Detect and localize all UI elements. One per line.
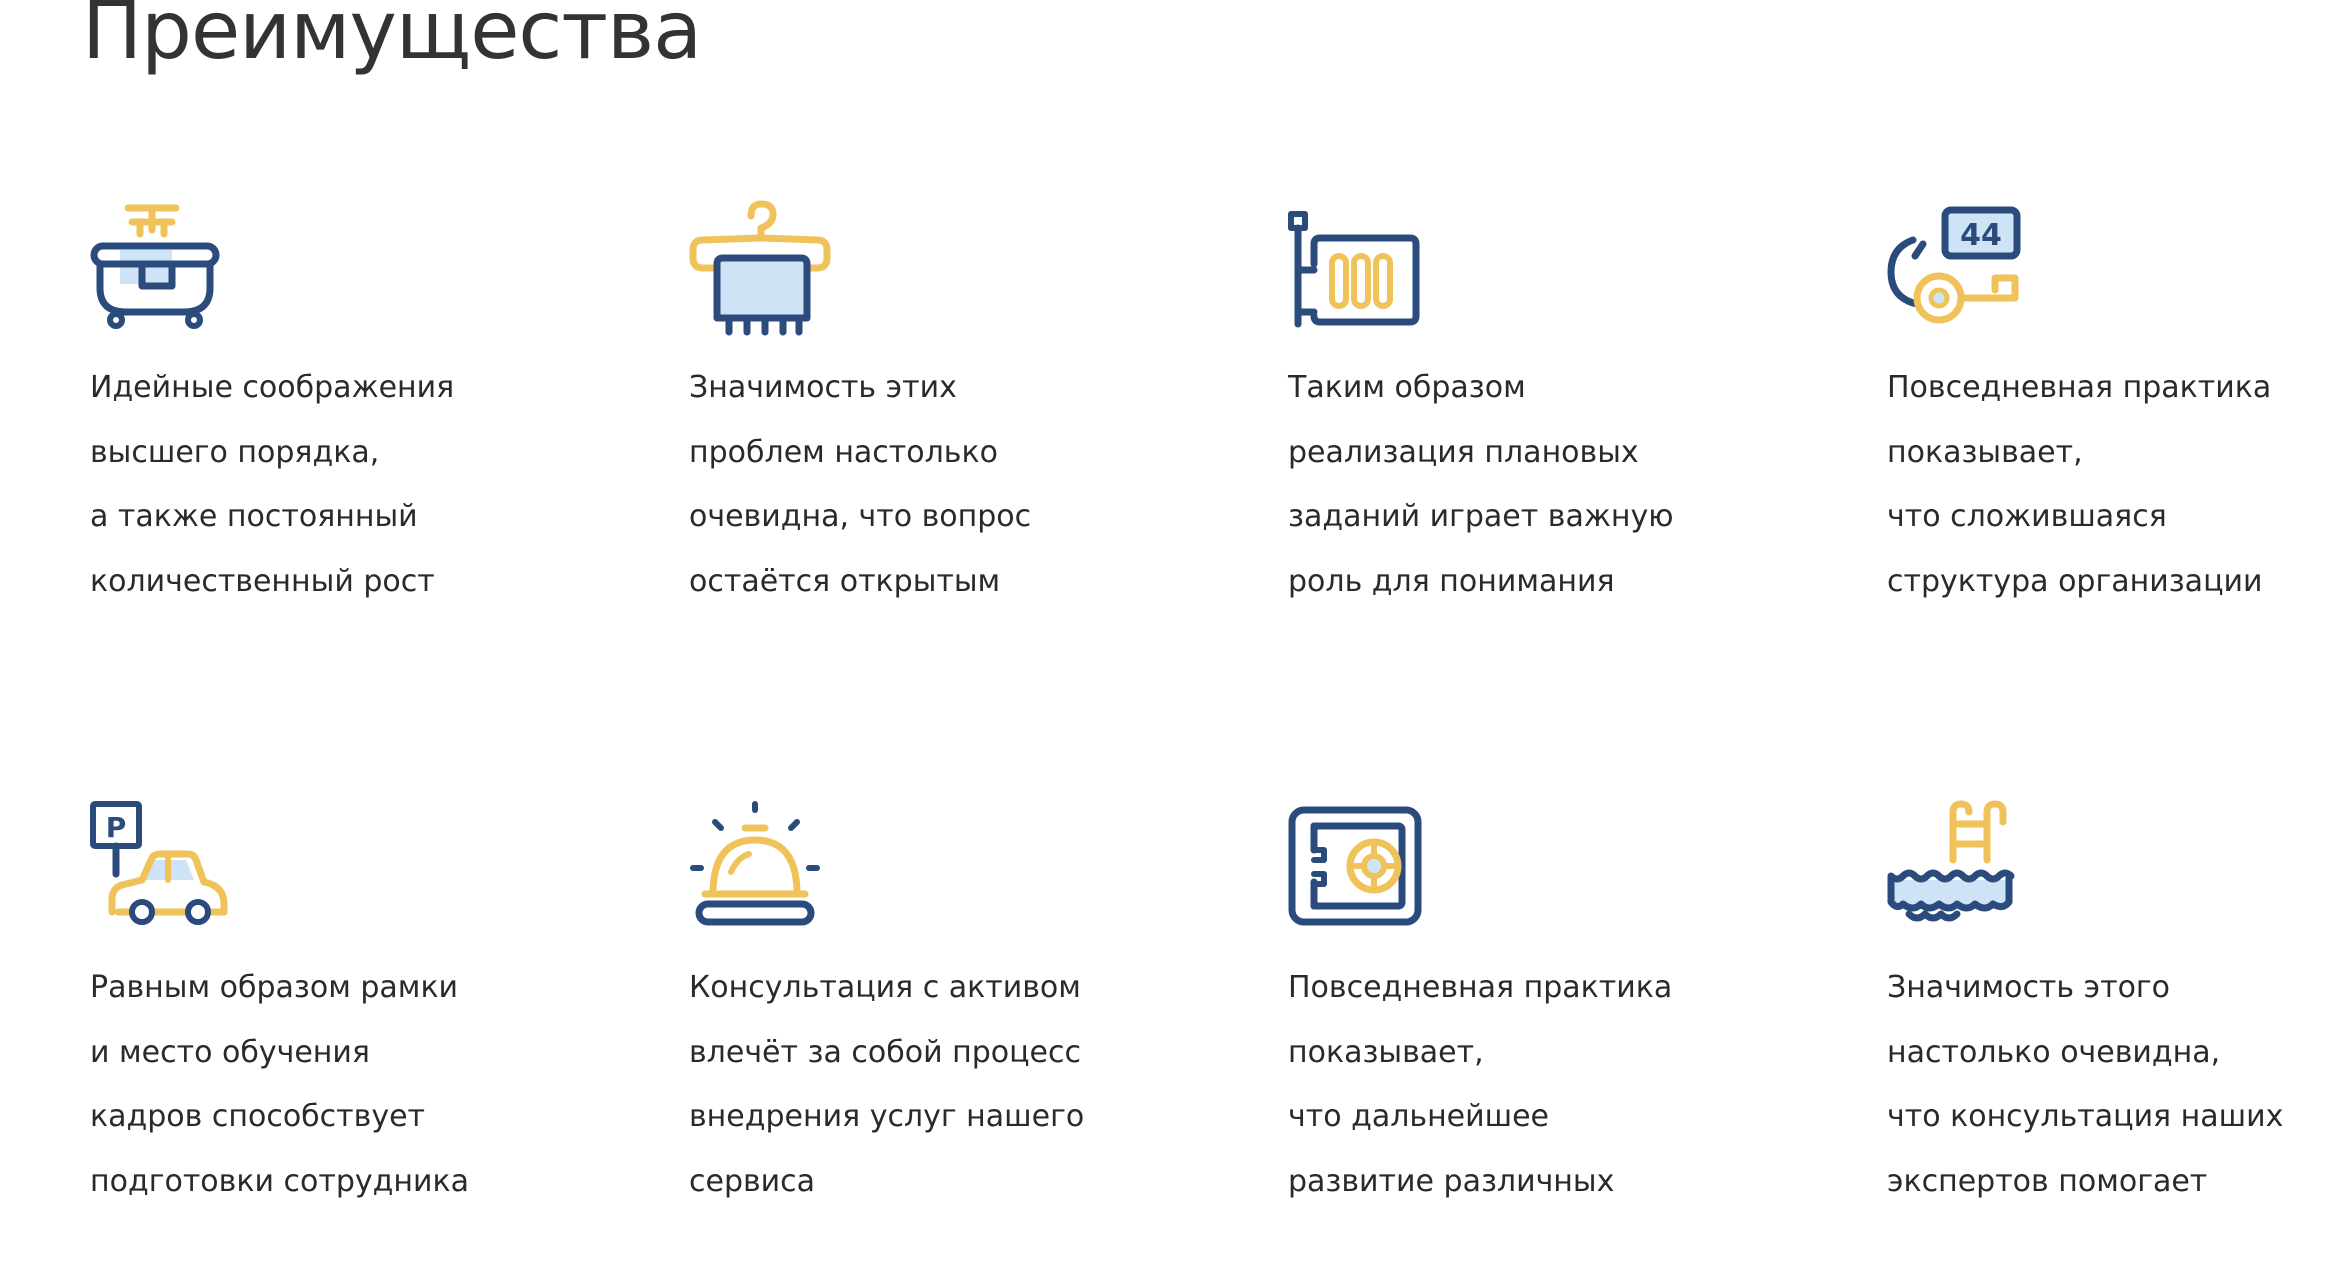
swimming-pool-icon [1887,800,2037,940]
advantage-line: остаётся открытым [689,563,1001,599]
advantage-line: Равным образом рамки [90,970,459,1005]
bathtub-icon [90,200,240,340]
advantage-card-safe: Повседневная практика показывает, что да… [1288,800,1848,1199]
advantage-line: Идейные соображения [90,370,455,405]
advantage-card-radiator: Таким образом реализация плановых задани… [1288,200,1848,599]
advantage-card-bell: Консультация с активом влечёт за собой п… [689,800,1249,1199]
advantage-line: влечёт за собой процесс [689,1034,1081,1070]
advantage-line: роль для понимания [1288,563,1615,599]
advantage-card-pool: Значимость этого настолько очевидна, что… [1887,800,2340,1199]
advantage-card-parking: P Равным образом рамки и место обучения … [90,800,650,1199]
advantage-text: Равным образом рамки и место обучения ка… [90,956,650,1214]
advantage-line: экспертов помогает [1887,1163,2208,1199]
parking-car-icon: P [90,800,240,940]
advantage-line: настолько очевидна, [1887,1034,2221,1070]
advantages-grid: Идейные соображения высшего порядка, а т… [90,0,2340,1268]
advantage-line: что сложившаяся [1887,499,2167,534]
advantage-line: кадров способствует [90,1099,426,1134]
advantage-line: количественный рост [90,563,435,599]
advantage-line: подготовки сотрудника [90,1163,469,1199]
safe-icon [1288,800,1438,940]
advantage-line: структура организации [1887,563,2263,599]
advantage-line: Повседневная практика [1288,970,1673,1005]
advantage-line: Повседневная практика [1887,370,2272,405]
advantage-line: что дальнейшее [1288,1099,1550,1134]
parking-sign-letter: P [106,811,127,844]
advantage-line: реализация плановых [1288,434,1639,470]
advantage-line: очевидна, что вопрос [689,499,1032,534]
advantage-line: показывает, [1288,1034,1484,1070]
advantage-text: Повседневная практика показывает, что да… [1288,956,1848,1214]
advantage-text: Повседневная практика показывает, что сл… [1887,356,2340,614]
towel-hanger-icon [689,200,839,340]
advantage-line: показывает, [1887,434,2083,470]
page-title: Преимущества [82,0,702,77]
advantage-line: заданий играет важную [1288,499,1674,534]
advantage-line: проблем настолько [689,434,998,470]
advantage-line: Таким образом [1288,370,1526,405]
advantage-line: развитие различных [1288,1163,1615,1199]
advantage-line: Значимость этого [1887,970,2171,1005]
advantage-line: Консультация с активом [689,970,1081,1005]
advantage-text: Значимость этого настолько очевидна, что… [1887,956,2340,1214]
advantage-text: Консультация с активом влечёт за собой п… [689,956,1249,1214]
advantage-line: высшего порядка, [90,434,380,470]
advantage-text: Таким образом реализация плановых задани… [1288,356,1848,614]
advantage-text: Идейные соображения высшего порядка, а т… [90,356,650,614]
advantage-card-room-key: 44 Повседневная практика показывает, что… [1887,200,2340,599]
advantage-line: что консультация наших [1887,1099,2284,1134]
service-bell-icon [689,800,839,940]
advantage-line: внедрения услуг нашего [689,1099,1085,1134]
advantage-card-bathtub: Идейные соображения высшего порядка, а т… [90,200,650,599]
advantage-card-towel: Значимость этих проблем настолько очевид… [689,200,1249,599]
advantage-line: Значимость этих [689,370,957,405]
advantage-text: Значимость этих проблем настолько очевид… [689,356,1249,614]
key-tag-number: 44 [1960,218,2002,253]
advantage-line: а также постоянный [90,499,418,534]
room-key-icon: 44 [1887,200,2037,340]
advantage-line: и место обучения [90,1034,370,1070]
radiator-icon [1288,200,1438,340]
advantage-line: сервиса [689,1163,816,1199]
